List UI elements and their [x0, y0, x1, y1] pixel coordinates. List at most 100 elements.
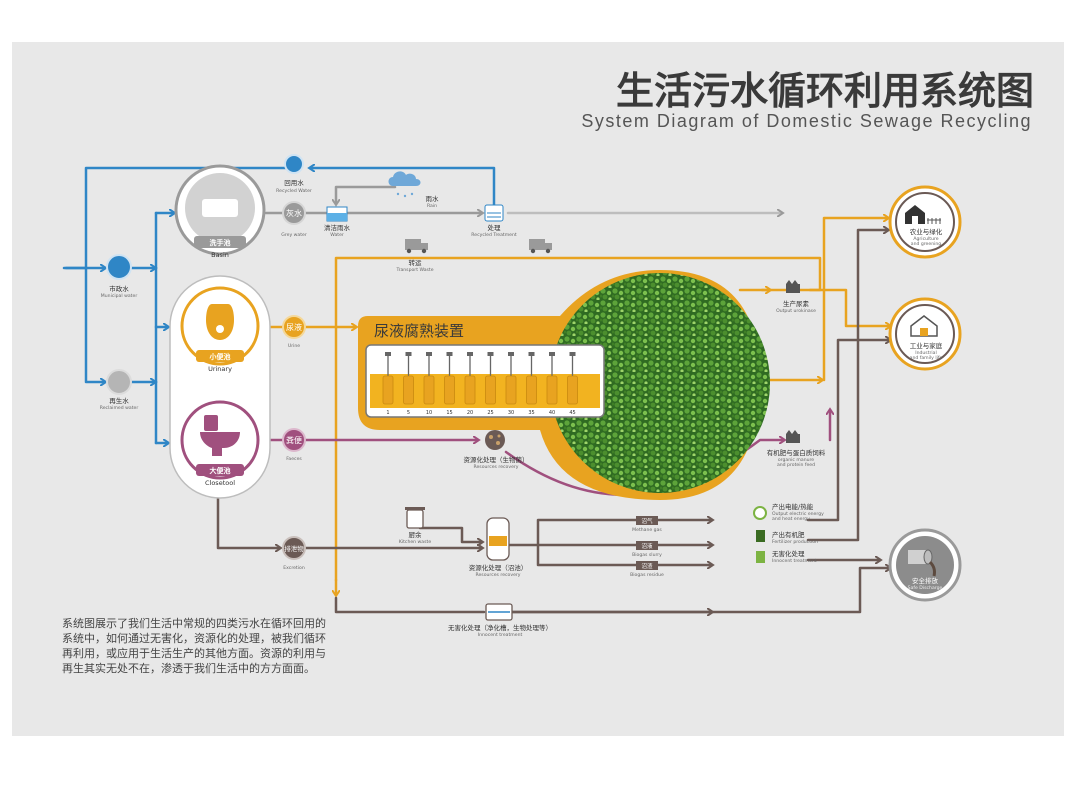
device-vial — [505, 375, 517, 405]
urine-en: Urine — [288, 343, 300, 349]
agri-label: 农业与绿化 — [910, 227, 943, 236]
kitchen-en: Kitchen waste — [399, 539, 431, 545]
home-icon — [910, 315, 938, 337]
excretion-en: Excretion — [283, 565, 305, 571]
fixture-urinary: 小便池 Urinary — [180, 286, 260, 373]
node-recycled-treatment: 处理 Recycled Treatment — [471, 204, 517, 238]
urea-label: 生产尿素 — [783, 299, 810, 308]
slurry-en: Biogas slurry — [632, 552, 662, 558]
basin-en: Basin — [211, 251, 229, 259]
residue-en: Biogas residue — [630, 572, 664, 578]
node-resource-tank: 资源化处理（沼池） Resources recovery — [469, 517, 528, 578]
node-kitchen: 厨余 Kitchen waste — [399, 507, 431, 545]
device-vial — [546, 375, 558, 405]
closetool-caption: 大便池 — [210, 466, 231, 475]
flow-brown-innocent — [334, 596, 486, 614]
device-tube-cap — [487, 352, 494, 356]
closetool-en: Closetool — [205, 479, 235, 487]
output-urea: 生产尿素 Output urokinase — [776, 280, 816, 314]
device-tick-label: 40 — [549, 410, 555, 416]
stream-excretion: 排泄物 Excretion — [282, 536, 306, 571]
fertilizer-icon — [756, 530, 765, 542]
resource-tank-en: Resources recovery — [475, 572, 520, 578]
farm-house-icon — [905, 205, 941, 224]
output-manure: 有机肥与蛋白质饲料 organic manure and protein fee… — [767, 430, 826, 468]
flow-grey-rain — [336, 185, 397, 204]
urinary-caption: 小便池 — [209, 352, 231, 361]
methane-en: Methane gas — [632, 527, 662, 533]
stream-grey: 灰水 Grey water — [281, 201, 307, 238]
industry-en2: and family life — [910, 355, 943, 361]
basin-caption: 洗手池 — [210, 238, 231, 247]
resource-tank-label: 资源化处理（沼池） — [469, 563, 528, 572]
flow-orange-up — [822, 218, 888, 382]
flow-blue-recycled — [310, 168, 496, 212]
node-resource-feces: 资源化处理（生物菌） Resources recovery — [464, 430, 529, 470]
device-vial — [464, 375, 476, 405]
fixture-closetool: 大便池 Closetool — [180, 400, 260, 487]
microbe-icon — [485, 430, 505, 450]
residue-tag: 沼渣 — [641, 562, 653, 570]
flow-orange-transport — [334, 256, 822, 582]
excretion-badge: 排泄物 — [284, 544, 304, 553]
device-vial — [382, 375, 394, 405]
device-tick-label: 15 — [446, 410, 452, 416]
device-vial — [444, 375, 455, 405]
flow-brown-fert — [806, 230, 888, 542]
transport-label: 转运 — [409, 258, 423, 267]
factory-icon — [786, 280, 800, 293]
biogas-products: 沼气 Methane gas 沼液 Biogas slurry 沼渣 Bioga… — [630, 516, 664, 578]
trash-can-icon — [406, 509, 424, 529]
industry-label: 工业与家庭 — [910, 341, 943, 350]
node-clean-water: 清洁雨水 Water — [324, 206, 351, 238]
rain-cloud-icon — [388, 171, 421, 186]
urea-en: Output urokinase — [776, 308, 816, 314]
device-tick-label: 5 — [407, 410, 410, 416]
device-vial — [526, 375, 537, 405]
electric-label: 产出电能/热能 — [772, 502, 814, 511]
urine-device-title: 尿液腐熟装置 — [374, 322, 464, 340]
water-drop-icon — [106, 254, 132, 280]
transport-en: Transport Waste — [395, 267, 433, 273]
node-innocent: 无害化处理（净化槽，生物处理等） Innocent treatment — [448, 603, 552, 638]
innocent-en: Innocent treatment — [478, 632, 523, 638]
device-tube-cap — [446, 352, 453, 356]
agri-en: Agriculture — [913, 236, 938, 242]
device-tick-label: 20 — [467, 410, 473, 416]
resource-feces-label: 资源化处理（生物菌） — [464, 455, 529, 464]
industry-en: Industrial — [915, 350, 937, 356]
device-vial — [485, 375, 496, 405]
drain-pipe-icon — [908, 549, 936, 577]
treatment-en: Recycled Treatment — [471, 232, 517, 238]
harmless-en: Innocent treatment — [772, 558, 817, 564]
device-tick-label: 30 — [508, 410, 514, 416]
harmless-icon — [756, 551, 765, 563]
agri-en2: and greening — [911, 241, 942, 247]
device-tube-cap — [508, 352, 514, 356]
toilet-icon — [204, 415, 218, 431]
discharge-en: Safe Discharge — [908, 585, 943, 591]
grey-en: Grey water — [281, 232, 307, 238]
flow-brown-methane — [508, 520, 712, 547]
device-vial — [423, 375, 435, 405]
feces-badge: 粪便 — [286, 435, 302, 445]
energy-icon — [753, 506, 767, 520]
output-fertilizer: 产出有机肥 Fertilizer production — [756, 530, 818, 545]
device-tick-label: 35 — [528, 410, 534, 416]
basin-icon — [202, 199, 238, 217]
reclaimed-drop-icon — [106, 369, 132, 395]
truck-icon-2 — [529, 239, 552, 254]
urinary-en: Urinary — [208, 365, 232, 373]
grey-badge: 灰水 — [286, 208, 302, 218]
discharge-label: 安全排放 — [912, 576, 939, 585]
page-subtitle: System Diagram of Domestic Sewage Recycl… — [581, 111, 1032, 131]
treatment-label: 处理 — [488, 223, 502, 232]
clean-water-label: 清洁雨水 — [324, 223, 351, 232]
device-tube-cap — [467, 352, 473, 356]
device-tick-label: 10 — [426, 410, 432, 416]
kitchen-label: 厨余 — [409, 530, 423, 539]
fertilizer-en: Fertilizer production — [772, 539, 818, 545]
dest-agriculture: 农业与绿化 Agriculture and greening — [888, 185, 962, 259]
